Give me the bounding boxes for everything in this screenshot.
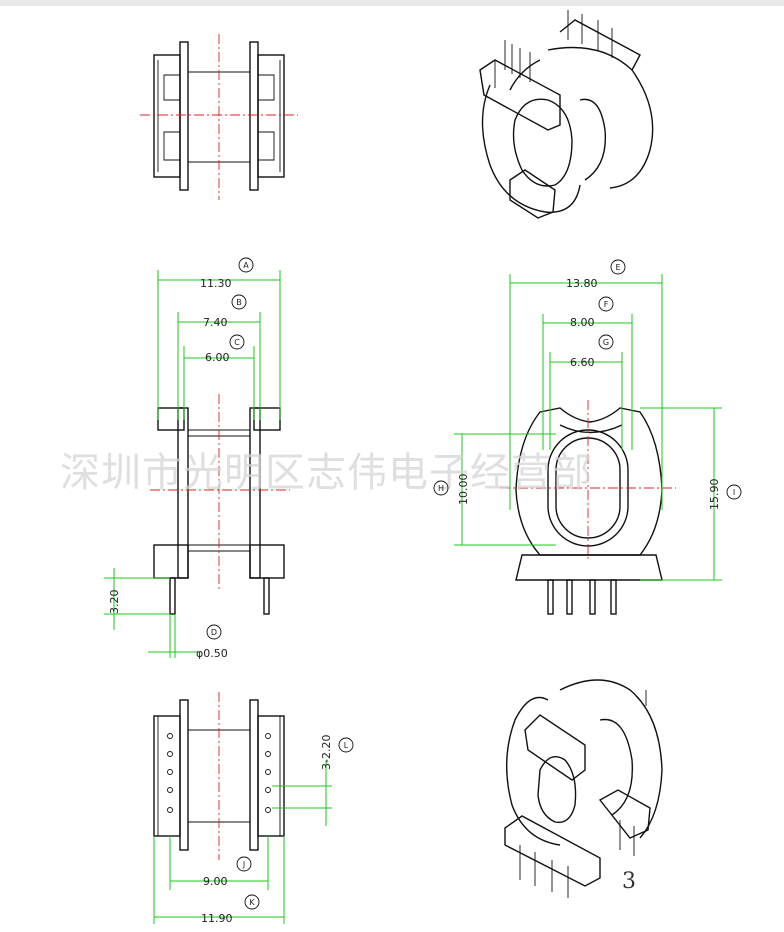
balloon-G: [598, 334, 614, 350]
balloon-K: [244, 894, 260, 910]
isometric-view-bottom: [504, 679, 663, 898]
balloon-H: [433, 480, 449, 496]
balloon-L: [338, 737, 354, 753]
bottom-view-dimensions: [153, 760, 332, 924]
dim-pin-length-value: 3.20: [108, 590, 121, 615]
dim-I-value: 15.90: [708, 479, 721, 511]
balloon-I-letter: I: [733, 488, 735, 497]
balloon-I: [726, 484, 742, 500]
side-view-dimensions: [454, 274, 722, 581]
top-border: [0, 0, 784, 6]
dim-D-value: φ0.50: [196, 647, 228, 660]
watermark-text: 深圳市光明区志伟电子经营部: [60, 450, 593, 496]
top-view: [140, 34, 298, 200]
balloon-D: [206, 624, 222, 640]
dim-A-value: 11.30: [200, 277, 232, 290]
bottom-view: [153, 692, 285, 860]
balloon-A: [238, 257, 254, 273]
balloon-H-letter: H: [438, 484, 444, 493]
front-view-dimensions: [104, 270, 281, 658]
balloon-L-letter: L: [344, 741, 349, 750]
dim-B-value: 7.40: [203, 316, 228, 329]
balloon-E-letter: E: [615, 263, 620, 272]
balloon-G-letter: G: [603, 338, 609, 347]
dim-E-value: 13.80: [566, 277, 598, 290]
page-number: 3: [622, 869, 636, 894]
dimension-labels: A 11.30 B 7.40 C 6.00 3.20 D φ0.50 E 13.…: [108, 257, 742, 925]
balloon-F: [598, 296, 614, 312]
isometric-view-top: [479, 10, 654, 219]
balloon-K-letter: K: [249, 898, 255, 907]
balloon-J: [236, 856, 252, 872]
balloon-C-letter: C: [234, 338, 240, 347]
dim-G-value: 6.60: [570, 356, 595, 369]
balloon-F-letter: F: [604, 300, 609, 309]
dim-H-value: 10.00: [457, 474, 470, 506]
balloon-J-letter: J: [242, 860, 245, 869]
balloon-D-letter: D: [211, 628, 217, 637]
dim-F-value: 8.00: [570, 316, 595, 329]
balloon-A-letter: A: [243, 261, 249, 270]
balloon-B: [231, 294, 247, 310]
balloon-B-letter: B: [236, 298, 242, 307]
balloon-C: [229, 334, 245, 350]
dim-J-value: 9.00: [203, 875, 228, 888]
dim-C-value: 6.00: [205, 351, 230, 364]
balloon-E: [610, 259, 626, 275]
dim-K-value: 11.90: [201, 912, 233, 925]
side-view: [500, 400, 676, 615]
dim-L-value: 3-2.20: [320, 735, 333, 770]
front-view: [150, 394, 290, 615]
